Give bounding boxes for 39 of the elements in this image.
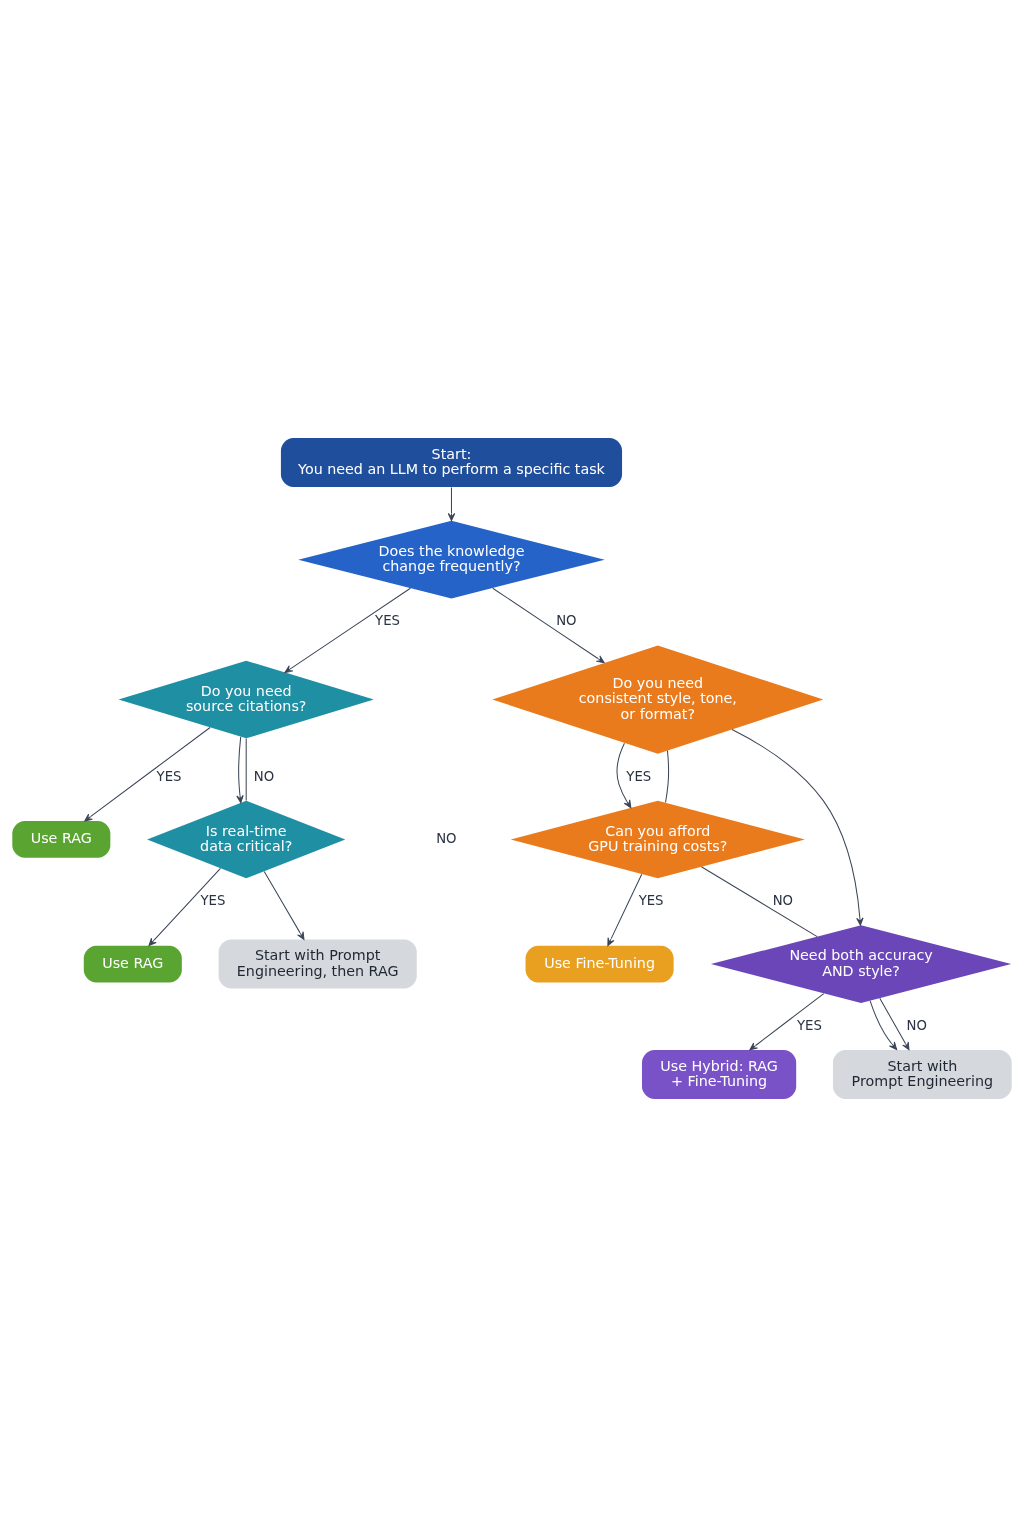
arrow [447, 486, 456, 521]
connector [700, 865, 818, 937]
arrow [607, 873, 643, 946]
arrow [616, 742, 632, 808]
node-box: Use Hybrid: RAG + Fine-Tuning [641, 1049, 797, 1099]
node-diamond: Does the knowledge change frequently? [298, 520, 605, 598]
node-diamond: Need both accuracy AND style? [710, 924, 1012, 1003]
edge-label: YES [375, 612, 401, 628]
arrow [284, 587, 411, 673]
edge-label: YES [626, 768, 652, 784]
edge-label: NO [253, 768, 275, 784]
node-diamond: Is real-time data critical? [147, 800, 346, 878]
edge-label: NO [556, 612, 577, 628]
node-box: Use RAG [12, 820, 111, 858]
arrow [84, 726, 211, 821]
node-box: Use Fine-Tuning [525, 945, 674, 982]
arrow [492, 587, 605, 663]
edge-label: NO [906, 1017, 927, 1033]
arrow [236, 735, 244, 803]
node-box: Start with Prompt Engineering [832, 1049, 1012, 1099]
node-box: Use RAG [83, 945, 182, 982]
node-box: Start with Prompt Engineering, then RAG [218, 939, 417, 989]
edge-label: NO [772, 892, 794, 908]
arrow [731, 728, 864, 926]
edge-label: YES [200, 892, 226, 908]
label: NO [436, 830, 457, 846]
node-diamond: Do you need source citations? [118, 660, 374, 738]
arrow [869, 999, 898, 1050]
edge-label: YES [156, 768, 182, 784]
arrow [263, 870, 305, 940]
connector [245, 737, 247, 801]
arrow [148, 867, 221, 946]
connector [665, 749, 670, 803]
node-box: Start: You need an LLM to perform a specific task [280, 437, 623, 487]
edge-label: YES [638, 892, 664, 908]
arrow [749, 992, 825, 1050]
edge-label: YES [796, 1017, 822, 1033]
arrow [879, 997, 910, 1050]
node-diamond: Do you need consistent style, tone, or format? [492, 644, 824, 754]
